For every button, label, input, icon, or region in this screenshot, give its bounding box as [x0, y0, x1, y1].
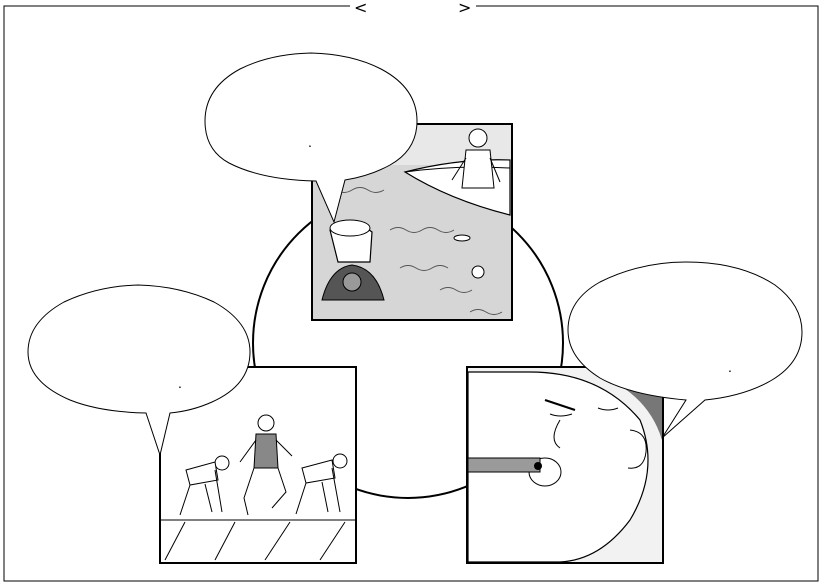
top-bubble-text: . [308, 134, 312, 150]
whistle-blowing-panel [467, 367, 663, 563]
right-bubble-text: . [728, 359, 732, 375]
left-bubble-text: . [178, 375, 182, 391]
